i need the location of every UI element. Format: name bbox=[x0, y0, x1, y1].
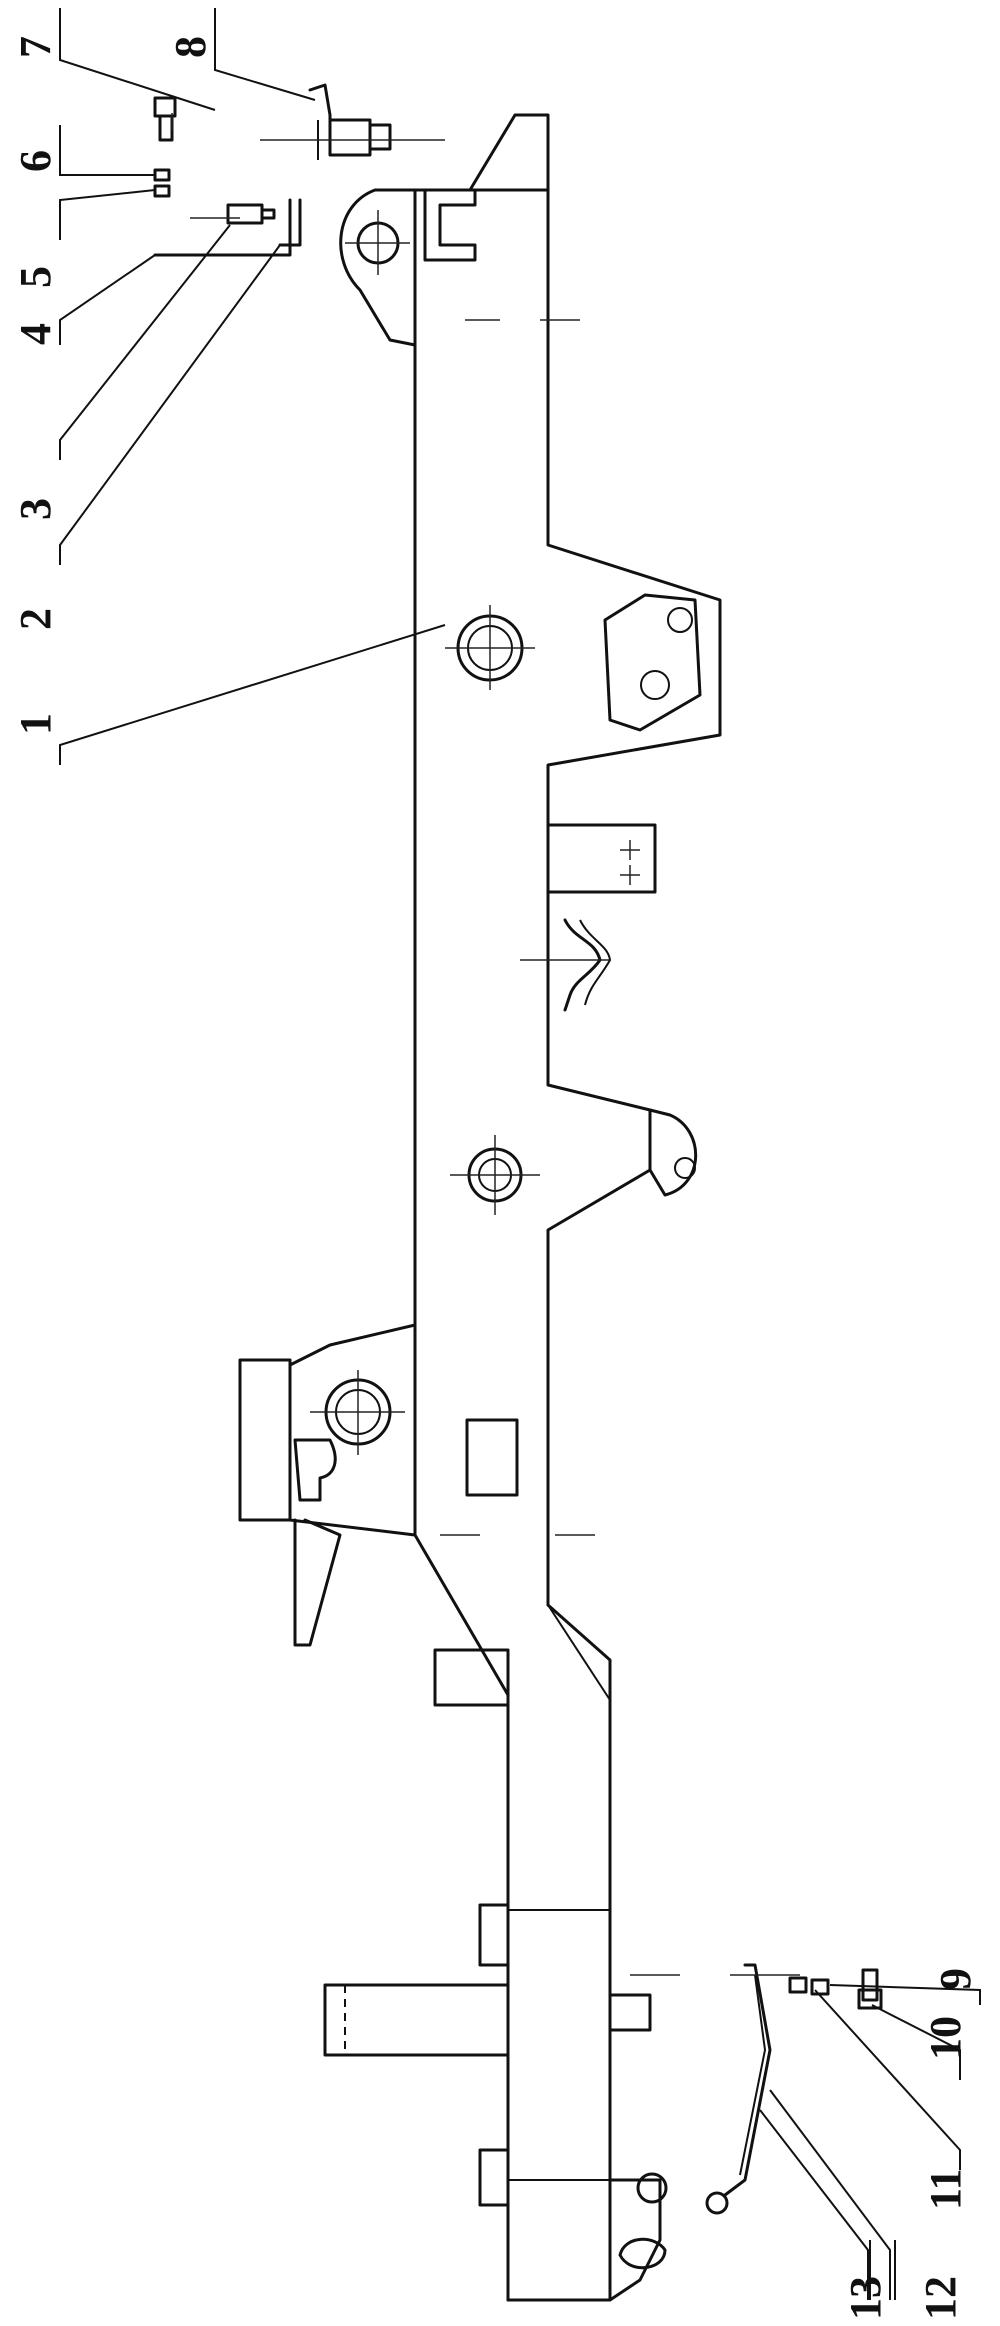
callout-13: 13 bbox=[841, 2276, 890, 2320]
bracket-plate bbox=[603, 593, 702, 732]
callout-10: 10 bbox=[921, 2016, 970, 2060]
centerlines bbox=[171, 113, 800, 1976]
ear-tab bbox=[648, 1108, 698, 1197]
part-13-lever bbox=[705, 1963, 772, 2215]
callout-4: 4 bbox=[11, 323, 60, 345]
callout-2: 2 bbox=[11, 608, 60, 630]
main-frame-beam bbox=[339, 113, 722, 2302]
bottom-end-lug bbox=[618, 2172, 668, 2270]
part-9-10-11-fasteners bbox=[788, 1968, 883, 2010]
callout-9: 9 bbox=[931, 1968, 980, 1990]
callout-11: 11 bbox=[921, 2168, 970, 2210]
callout-6: 6 bbox=[11, 150, 60, 172]
part-3-stud bbox=[226, 203, 276, 225]
spring-clip bbox=[563, 918, 612, 1012]
callout-8: 8 bbox=[166, 36, 215, 58]
callout-1: 1 bbox=[11, 713, 60, 735]
square-bracket bbox=[546, 823, 657, 894]
callout-underlines bbox=[59, 8, 896, 2300]
callout-7: 7 bbox=[11, 36, 60, 58]
callout-5: 5 bbox=[11, 266, 60, 288]
part-2-4-brackets bbox=[153, 198, 302, 257]
callout-3: 3 bbox=[11, 498, 60, 520]
callout-12: 12 bbox=[916, 2276, 965, 2320]
rect-window bbox=[465, 1418, 519, 1497]
part-5-6-washers bbox=[153, 168, 171, 198]
lower-block bbox=[433, 1648, 510, 1707]
carriage-bracket bbox=[238, 1323, 417, 1647]
part-8-bushing bbox=[308, 83, 392, 160]
lower-studs bbox=[323, 1903, 652, 2207]
leader-lines bbox=[59, 15, 981, 2300]
